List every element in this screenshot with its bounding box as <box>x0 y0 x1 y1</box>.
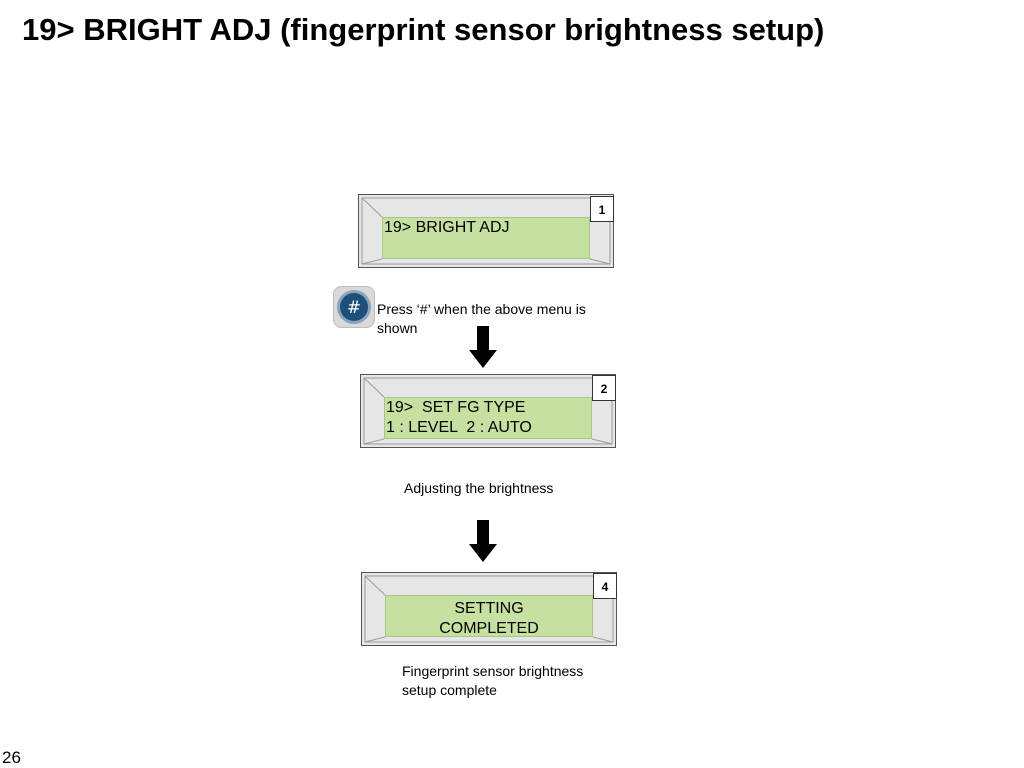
down-arrow-icon <box>469 520 497 562</box>
lcd-display-step-1: 19> BRIGHT ADJ <box>358 194 614 268</box>
down-arrow-icon <box>469 326 497 368</box>
page-number: 26 <box>2 748 21 767</box>
slide-title: 19> BRIGHT ADJ (fingerprint sensor brigh… <box>22 12 825 47</box>
lcd-display-step-4: SETTING COMPLETED <box>361 572 617 646</box>
step-4-caption: Fingerprint sensor brightness setup comp… <box>402 663 584 698</box>
step-2-caption: Adjusting the brightness <box>404 480 554 496</box>
lcd-screen-text: 19> BRIGHT ADJ <box>382 217 590 259</box>
hash-key-icon: # <box>333 286 375 328</box>
key-press-instruction: Press ‘#’ when the above menu is shown <box>377 301 586 336</box>
lcd-screen-text: SETTING COMPLETED <box>385 595 593 637</box>
step-badge-4: 4 <box>593 573 617 599</box>
step-badge-1: 1 <box>590 196 614 222</box>
step-badge-2: 2 <box>592 375 616 401</box>
hash-key-label: # <box>347 298 361 318</box>
lcd-display-step-2: 19> SET FG TYPE 1 : LEVEL 2 : AUTO <box>360 374 616 448</box>
lcd-screen-text: 19> SET FG TYPE 1 : LEVEL 2 : AUTO <box>384 397 592 439</box>
